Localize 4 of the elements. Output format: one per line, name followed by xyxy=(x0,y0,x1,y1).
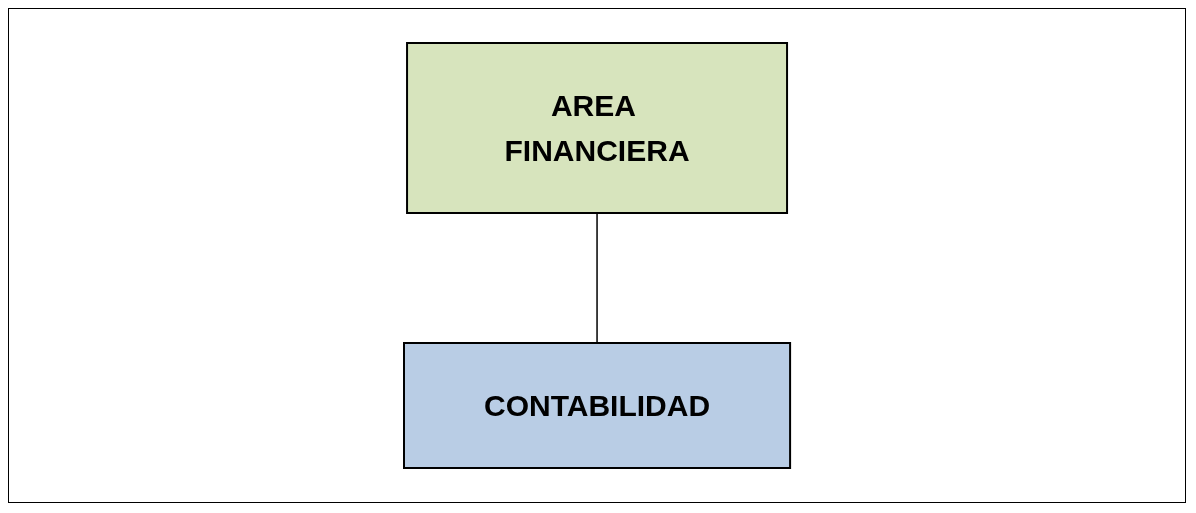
diagram-frame: AREA FINANCIERA CONTABILIDAD xyxy=(8,8,1186,503)
node-box xyxy=(406,42,788,214)
node-box xyxy=(402,342,792,469)
connector xyxy=(596,212,598,344)
